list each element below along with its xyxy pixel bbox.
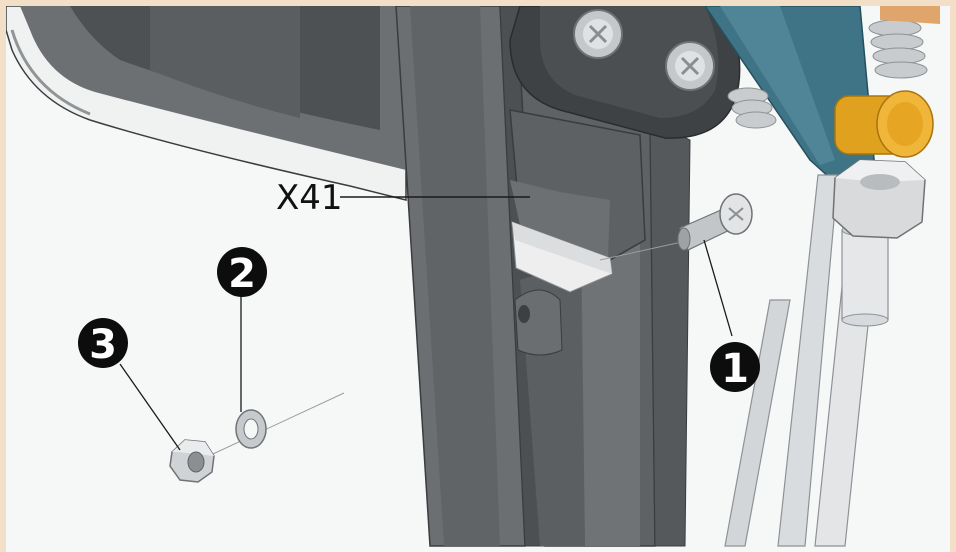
- part-label-x41: X41: [276, 178, 343, 218]
- brass-nut: [834, 90, 934, 158]
- callout-2-number: 2: [228, 251, 256, 297]
- washer-icon: [235, 409, 267, 449]
- side-panel: [6, 6, 407, 201]
- assembly-diagram: X41 1 2 3: [6, 6, 950, 552]
- hex-nut-icon: [169, 439, 215, 483]
- rod-hex-nut: [832, 159, 926, 239]
- hinge-plate: [509, 6, 741, 139]
- callout-2: 2: [217, 247, 267, 297]
- diagram-canvas: X41 1 2 3: [6, 6, 940, 547]
- x41-block: [509, 109, 646, 293]
- spring-icon: [727, 6, 940, 129]
- callout-3: 3: [78, 318, 128, 368]
- callout-leaders: [119, 239, 733, 451]
- screw-icon: [677, 193, 753, 251]
- callout-3-number: 3: [89, 322, 117, 368]
- callout-1: 1: [710, 342, 760, 392]
- rods: [724, 174, 889, 547]
- callout-1-number: 1: [721, 346, 749, 392]
